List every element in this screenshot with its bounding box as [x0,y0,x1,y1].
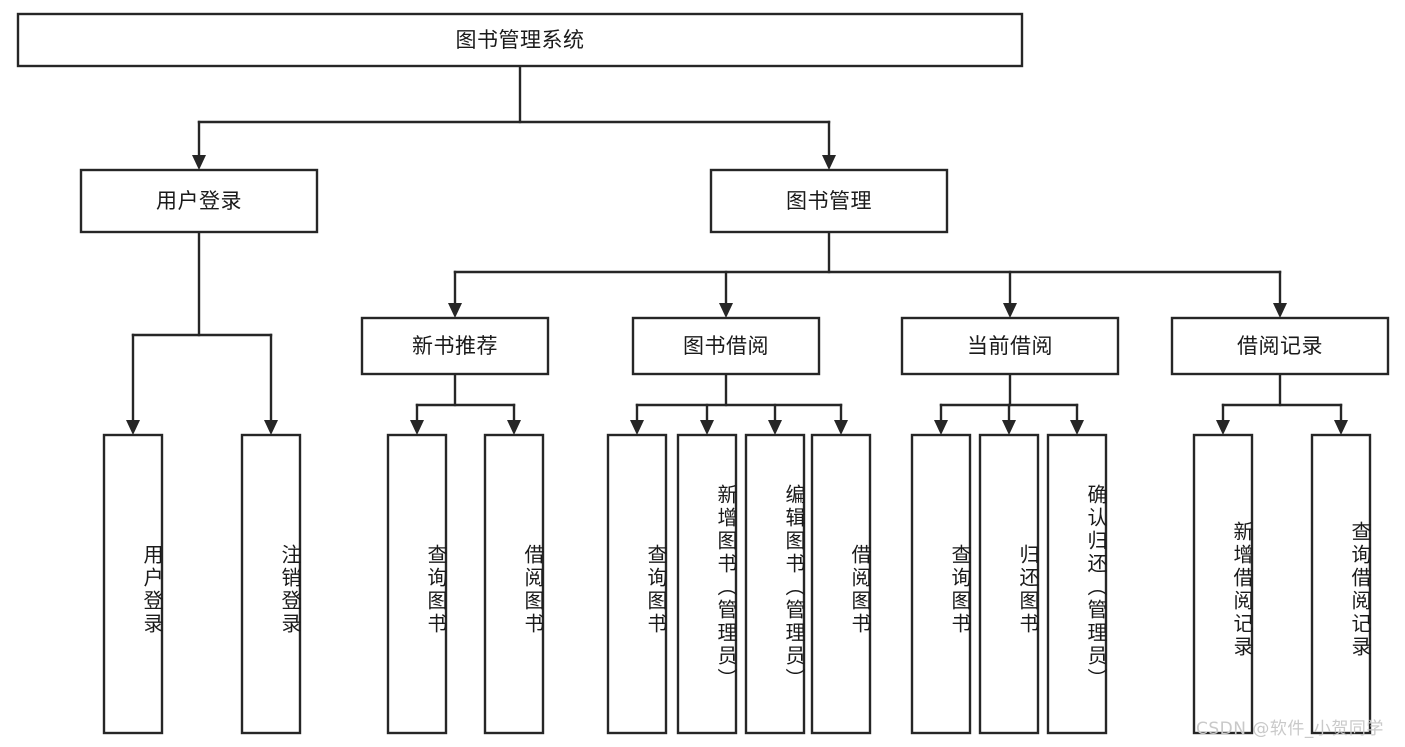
node-box-leaf-10[interactable] [1046,433,1108,735]
arrow-head-icon-leaf-0-0 [126,420,140,435]
watermark-text: CSDN @软件_小贺同学 [1196,719,1384,739]
node-box-leaf-4[interactable] [606,433,668,735]
arrow-head-icon-leaf-1-1 [507,420,521,435]
arrow-head-icon-leaf-4-1 [1334,420,1348,435]
arrow-head-icon-l1-0 [192,155,206,170]
node-box-leaf-7[interactable] [810,433,872,735]
node-box-leaf-9[interactable] [978,433,1040,735]
node-box-root-0[interactable] [16,12,1024,68]
node-box-l2-2[interactable] [900,316,1120,376]
arrow-head-icon-leaf-0-1 [264,420,278,435]
arrow-head-icon-l2-2 [1003,303,1017,318]
node-box-leaf-12[interactable] [1310,433,1372,735]
node-box-leaf-2[interactable] [386,433,448,735]
arrow-head-icon-leaf-2-2 [768,420,782,435]
edge-connectors [126,64,1348,435]
arrow-head-icon-l2-1 [719,303,733,318]
arrow-head-icon-l2-3 [1273,303,1287,318]
node-box-leaf-11[interactable] [1192,433,1254,735]
node-boxes [16,12,1390,735]
node-box-leaf-1[interactable] [240,433,302,735]
node-box-leaf-5[interactable] [676,433,738,735]
arrow-head-icon-leaf-3-2 [1070,420,1084,435]
node-box-l2-3[interactable] [1170,316,1390,376]
node-box-leaf-8[interactable] [910,433,972,735]
node-box-leaf-3[interactable] [483,433,545,735]
arrow-head-icon-l1-1 [822,155,836,170]
arrow-head-icon-leaf-4-0 [1216,420,1230,435]
node-box-l2-1[interactable] [631,316,821,376]
node-box-l2-0[interactable] [360,316,550,376]
arrow-head-icon-leaf-2-1 [700,420,714,435]
arrow-head-icon-leaf-2-0 [630,420,644,435]
node-box-leaf-0[interactable] [102,433,164,735]
arrow-head-icon-leaf-2-3 [834,420,848,435]
node-box-l1-1[interactable] [709,168,949,234]
arrow-head-icon-leaf-3-1 [1002,420,1016,435]
node-box-leaf-6[interactable] [744,433,806,735]
arrow-head-icon-l2-0 [448,303,462,318]
arrow-head-icon-leaf-3-0 [934,420,948,435]
node-box-l1-0[interactable] [79,168,319,234]
arrow-head-icon-leaf-1-0 [410,420,424,435]
